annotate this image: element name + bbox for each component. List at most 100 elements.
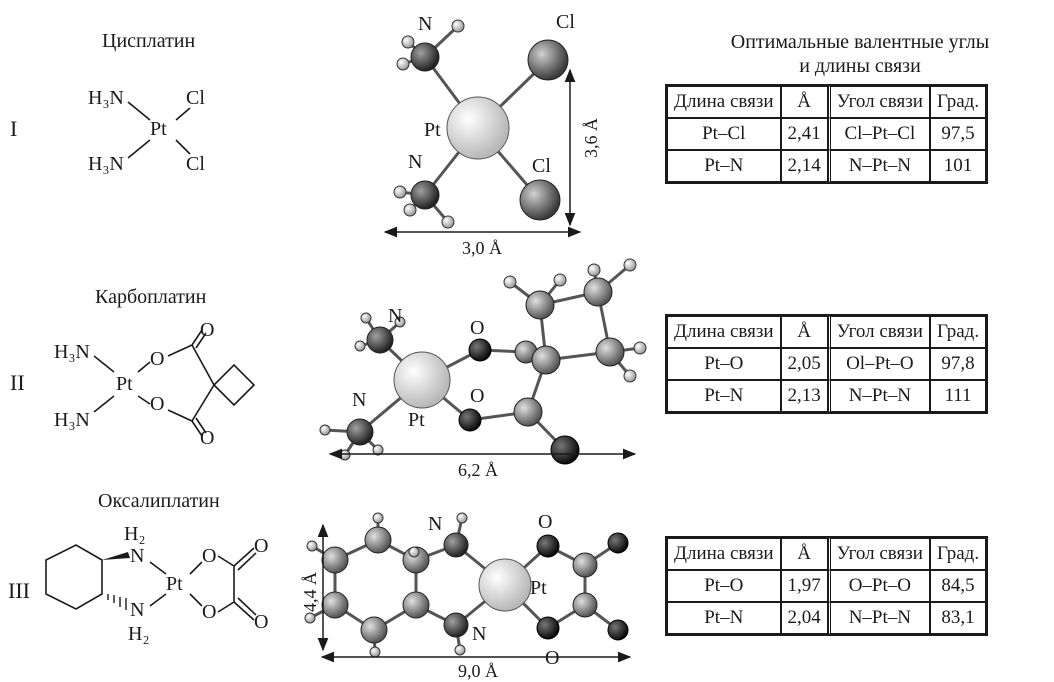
cell-bond: Pt–N bbox=[667, 380, 781, 412]
wedge-bond bbox=[102, 552, 130, 560]
label-cl: Cl bbox=[186, 153, 205, 175]
header-degrees: Град. bbox=[929, 538, 987, 570]
header-unit: Å bbox=[780, 316, 828, 348]
label-cl: Cl bbox=[186, 87, 205, 109]
dimension-width-3: 9,0 Å bbox=[458, 661, 498, 681]
label-o: O bbox=[538, 511, 552, 533]
bond-table-3: Длина связи Å Угол связи Град. Pt–O 1,97… bbox=[665, 536, 989, 636]
table-header-row: Длина связи Å Угол связи Град. bbox=[667, 538, 987, 570]
roman-numeral-3: III bbox=[8, 578, 30, 603]
label-cl: Cl bbox=[532, 155, 551, 177]
header-bond-length: Длина связи bbox=[667, 538, 781, 570]
header-bond-length: Длина связи bbox=[667, 316, 781, 348]
caption-line-1: Оптимальные валентные углы bbox=[730, 31, 990, 53]
cell-degrees: 111 bbox=[929, 380, 987, 412]
cell-degrees: 97,5 bbox=[929, 118, 987, 150]
table-row: Pt–O 2,05 Ol–Pt–O 97,8 bbox=[667, 348, 987, 380]
cell-angle: N–Pt–N bbox=[827, 380, 930, 412]
label-pt: Pt bbox=[530, 577, 547, 599]
header-degrees: Град. bbox=[929, 86, 987, 118]
label-o: O bbox=[202, 545, 216, 567]
label-n: N bbox=[388, 305, 402, 327]
cell-length: 2,13 bbox=[780, 380, 828, 412]
cell-angle: N–Pt–N bbox=[827, 602, 930, 634]
bond-table-2: Длина связи Å Угол связи Град. Pt–O 2,05… bbox=[665, 314, 989, 414]
caption-line-2: и длины связи bbox=[799, 55, 921, 77]
cell-bond: Pt–N bbox=[667, 602, 781, 634]
table-caption: Оптимальные валентные углы и длины связи bbox=[660, 30, 1054, 78]
cell-angle: Cl–Pt–Cl bbox=[827, 118, 930, 150]
roman-numeral-1: I bbox=[10, 116, 18, 141]
label-n: N bbox=[428, 513, 442, 535]
structural-formula-oxaliplatin: H₂ N Pt N H₂ O O O O bbox=[45, 523, 268, 645]
label-o: O bbox=[470, 317, 484, 339]
header-bond-angle: Угол связи bbox=[827, 316, 930, 348]
dimension-width-2: 6,2 Å bbox=[458, 460, 498, 480]
label-o: O bbox=[200, 427, 214, 449]
cell-degrees: 101 bbox=[929, 150, 987, 182]
header-bond-length: Длина связи bbox=[667, 86, 781, 118]
compound-name-cisplatin: Цисплатин bbox=[102, 30, 196, 52]
table-row: Pt–N 2,14 N–Pt–N 101 bbox=[667, 150, 987, 182]
label-n: N bbox=[472, 623, 486, 645]
label-n: N bbox=[130, 599, 144, 621]
structural-formula-carboplatin: H₃N Pt H₃N O O O O bbox=[54, 319, 256, 449]
header-unit: Å bbox=[780, 538, 828, 570]
cell-degrees: 84,5 bbox=[929, 570, 987, 602]
dimension-width-1: 3,0 Å bbox=[462, 238, 502, 258]
model-3d-oxaliplatin: N O Pt N O 9,0 Å 4,4 Å bbox=[300, 511, 632, 681]
label-pt: Pt bbox=[408, 409, 425, 431]
label-o: O bbox=[254, 611, 268, 633]
label-o: O bbox=[202, 601, 216, 623]
label-o: O bbox=[470, 385, 484, 407]
table-row: Pt–N 2,13 N–Pt–N 111 bbox=[667, 380, 987, 412]
label-h3n: H₃N bbox=[54, 341, 90, 363]
cell-bond: Pt–Cl bbox=[667, 118, 781, 150]
structural-formula-cisplatin: H₃N Pt Cl H₃N Cl bbox=[88, 87, 205, 175]
cell-degrees: 97,8 bbox=[929, 348, 987, 380]
cell-bond: Pt–N bbox=[667, 150, 781, 182]
label-o: O bbox=[150, 393, 164, 415]
cell-length: 2,05 bbox=[780, 348, 828, 380]
cell-degrees: 83,1 bbox=[929, 602, 987, 634]
label-h3n: H₃N bbox=[88, 87, 124, 109]
bond-table-1: Длина связи Å Угол связи Град. Pt–Cl 2,4… bbox=[665, 84, 989, 184]
label-pt: Pt bbox=[150, 118, 167, 140]
dimension-height-1: 3,6 Å bbox=[581, 118, 601, 158]
label-pt: Pt bbox=[166, 573, 183, 595]
model-3d-cisplatin: N Cl Pt N Cl 3,0 Å 3,6 Å bbox=[383, 11, 601, 258]
label-o: O bbox=[254, 535, 268, 557]
label-h3n: H₃N bbox=[54, 409, 90, 431]
header-bond-angle: Угол связи bbox=[827, 538, 930, 570]
roman-numeral-2: II bbox=[10, 370, 25, 395]
header-degrees: Град. bbox=[929, 316, 987, 348]
cell-angle: O–Pt–O bbox=[827, 570, 930, 602]
table-row: Pt–O 1,97 O–Pt–O 84,5 bbox=[667, 570, 987, 602]
label-o: O bbox=[545, 647, 559, 669]
label-n: N bbox=[418, 13, 432, 35]
cell-bond: Pt–O bbox=[667, 348, 781, 380]
cell-length: 2,14 bbox=[780, 150, 828, 182]
compound-name-carboplatin: Карбоплатин bbox=[95, 286, 207, 308]
table-row: Pt–N 2,04 N–Pt–N 83,1 bbox=[667, 602, 987, 634]
label-cl: Cl bbox=[556, 11, 575, 33]
label-n: N bbox=[130, 545, 144, 567]
cell-length: 2,41 bbox=[780, 118, 828, 150]
cell-angle: Ol–Pt–O bbox=[827, 348, 930, 380]
label-pt: Pt bbox=[424, 119, 441, 141]
label-o: O bbox=[150, 348, 164, 370]
header-bond-angle: Угол связи bbox=[827, 86, 930, 118]
label-n: N bbox=[408, 151, 422, 173]
label-h3n: H₃N bbox=[88, 153, 124, 175]
table-row: Pt–Cl 2,41 Cl–Pt–Cl 97,5 bbox=[667, 118, 987, 150]
cell-length: 2,04 bbox=[780, 602, 828, 634]
label-pt: Pt bbox=[116, 373, 133, 395]
model-3d-carboplatin: N O O Pt N 6,2 Å bbox=[319, 258, 647, 480]
label-h2: H₂ bbox=[128, 623, 149, 645]
cell-angle: N–Pt–N bbox=[827, 150, 930, 182]
header-unit: Å bbox=[780, 86, 828, 118]
table-header-row: Длина связи Å Угол связи Град. bbox=[667, 316, 987, 348]
cell-bond: Pt–O bbox=[667, 570, 781, 602]
label-h2: H₂ bbox=[124, 523, 145, 545]
